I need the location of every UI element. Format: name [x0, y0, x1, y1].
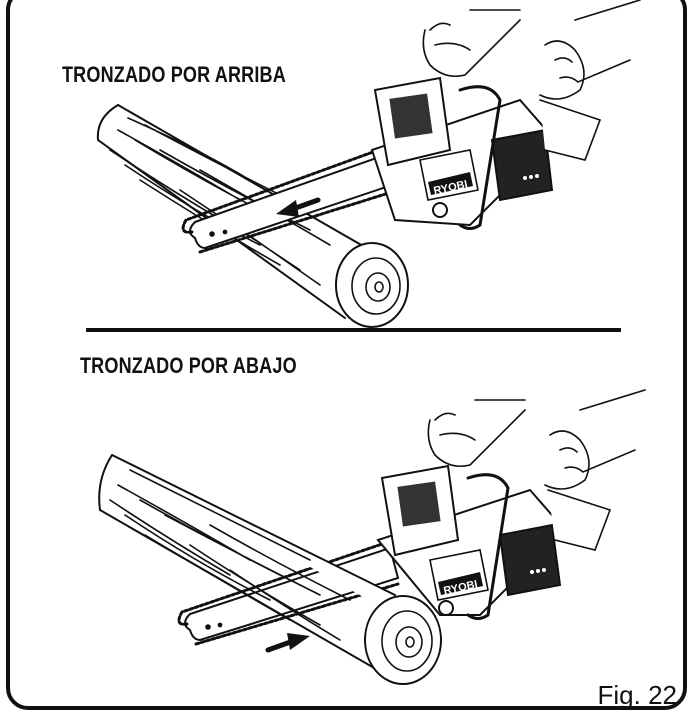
figure-frame [6, 0, 687, 710]
chainsaw-body-top: RYOBI [370, 76, 602, 230]
undercutting-heading: TRONZADO POR ABAJO [80, 353, 297, 378]
section-divider [86, 328, 621, 332]
hands-top [422, 0, 641, 100]
hands-bottom [427, 389, 646, 490]
overcutting-heading: TRONZADO POR ARRIBA [62, 62, 286, 87]
log-top [96, 104, 409, 328]
chainsaw-body-bottom: RYOBI [376, 464, 612, 620]
log-bottom [98, 454, 442, 685]
figure-label: Fig. 22 [597, 680, 678, 710]
overcutting-illustration: RYOBI [96, 0, 641, 328]
